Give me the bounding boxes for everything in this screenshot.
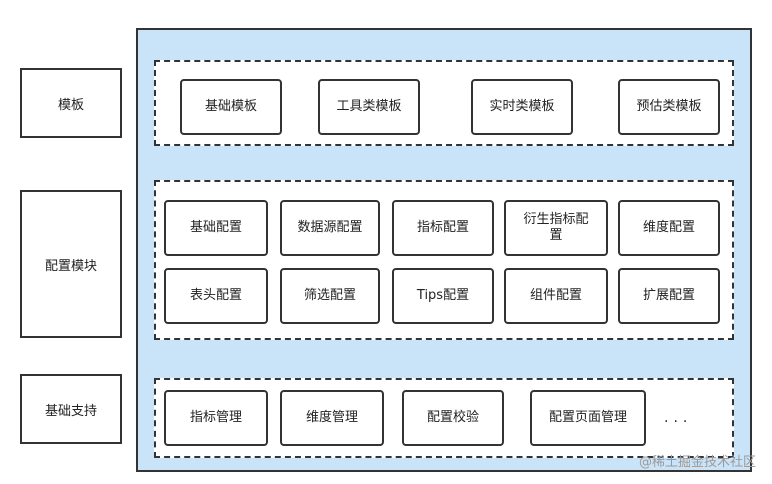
foundation-dimension-management: 维度管理 <box>280 390 384 446</box>
watermark: @稀土掘金技术社区 <box>638 455 756 470</box>
side-label-config-modules: 配置模块 <box>20 190 122 338</box>
foundation-group: 指标管理 维度管理 配置校验 配置页面管理 ... <box>154 378 734 458</box>
foundation-config-page-management: 配置页面管理 <box>530 390 646 446</box>
architecture-panel: 基础模板 工具类模板 实时类模板 预估类模板 基础配置 数据源配置 指标配置 衍… <box>136 28 752 472</box>
config-metric: 指标配置 <box>392 200 494 256</box>
config-filter: 筛选配置 <box>280 268 380 324</box>
template-tool: 工具类模板 <box>318 79 420 135</box>
templates-group: 基础模板 工具类模板 实时类模板 预估类模板 <box>154 60 734 146</box>
config-header: 表头配置 <box>164 268 268 324</box>
config-modules-group: 基础配置 数据源配置 指标配置 衍生指标配置 维度配置 表头配置 筛选配置 Ti… <box>154 180 734 340</box>
side-label-templates: 模板 <box>20 68 122 138</box>
config-extension: 扩展配置 <box>618 268 720 324</box>
config-datasource: 数据源配置 <box>280 200 380 256</box>
foundation-config-validation: 配置校验 <box>402 390 504 446</box>
config-dimension: 维度配置 <box>618 200 720 256</box>
config-basic: 基础配置 <box>164 200 268 256</box>
config-derived-metric: 衍生指标配置 <box>504 200 608 256</box>
template-estimate: 预估类模板 <box>618 79 720 135</box>
config-tips: Tips配置 <box>392 268 494 324</box>
template-realtime: 实时类模板 <box>471 79 573 135</box>
foundation-more-ellipsis: ... <box>664 410 693 426</box>
side-label-foundation: 基础支持 <box>20 374 122 444</box>
template-basic: 基础模板 <box>180 79 282 135</box>
foundation-metric-management: 指标管理 <box>164 390 268 446</box>
config-component: 组件配置 <box>504 268 608 324</box>
